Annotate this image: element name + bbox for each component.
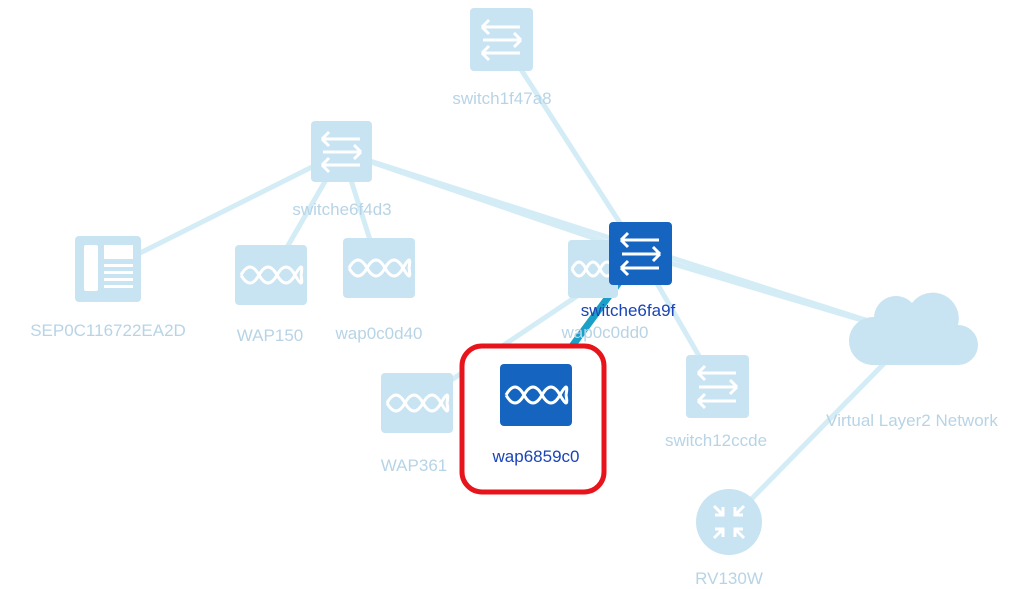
link-switche6f4d3-SEP0C116722EA2D — [105, 149, 345, 272]
node-switch12ccde[interactable]: switch12ccde — [665, 355, 767, 450]
node-SEP0C116722EA2D[interactable]: SEP0C116722EA2D — [30, 236, 186, 340]
node-label: switch12ccde — [665, 431, 767, 450]
node-label: wap0c0d40 — [335, 324, 423, 343]
router-icon — [696, 489, 762, 555]
node-switche6f4d3[interactable]: switche6f4d3 — [292, 121, 392, 219]
node-WAP361[interactable]: WAP361 — [381, 373, 453, 475]
node-label: switch1f47a8 — [452, 89, 551, 108]
access-point-icon — [343, 238, 415, 298]
node-WAP150[interactable]: WAP150 — [235, 245, 307, 345]
access-point-icon — [500, 364, 572, 426]
node-label: RV130W — [695, 569, 763, 588]
access-point-icon — [381, 373, 453, 433]
node-label: WAP361 — [381, 456, 447, 475]
link-virtual-layer2-RV130W — [726, 332, 915, 525]
node-label: WAP150 — [237, 326, 303, 345]
switch-arrows-icon — [609, 222, 672, 285]
node-virtual-layer2-network[interactable]: Virtual Layer2 Network — [826, 292, 998, 430]
node-label: switche6f4d3 — [292, 200, 391, 219]
switch-arrows-icon — [311, 121, 372, 182]
switch-arrows-icon — [470, 8, 533, 71]
node-label: switche6fa9f — [581, 301, 676, 320]
node-label: wap6859c0 — [492, 447, 580, 466]
access-point-icon — [235, 245, 307, 305]
ip-phone-icon — [75, 236, 141, 302]
node-label: Virtual Layer2 Network — [826, 411, 998, 430]
access-point-icon — [568, 240, 618, 298]
node-switch1f47a8[interactable]: switch1f47a8 — [452, 8, 552, 108]
switch-arrows-icon — [686, 355, 749, 418]
node-wap0c0d40[interactable]: wap0c0d40 — [335, 238, 423, 343]
node-wap0c0dd0[interactable]: wap0c0dd0 — [561, 240, 649, 342]
node-wap6859c0[interactable]: wap6859c0 — [459, 343, 607, 495]
cloud-icon — [848, 292, 978, 365]
link-switch1f47a8-switche6fa9f — [499, 37, 643, 257]
node-label: SEP0C116722EA2D — [30, 321, 186, 340]
node-switche6fa9f[interactable]: switche6fa9f — [581, 222, 676, 320]
node-RV130W[interactable]: RV130W — [695, 489, 763, 588]
node-label: wap0c0dd0 — [561, 323, 649, 342]
